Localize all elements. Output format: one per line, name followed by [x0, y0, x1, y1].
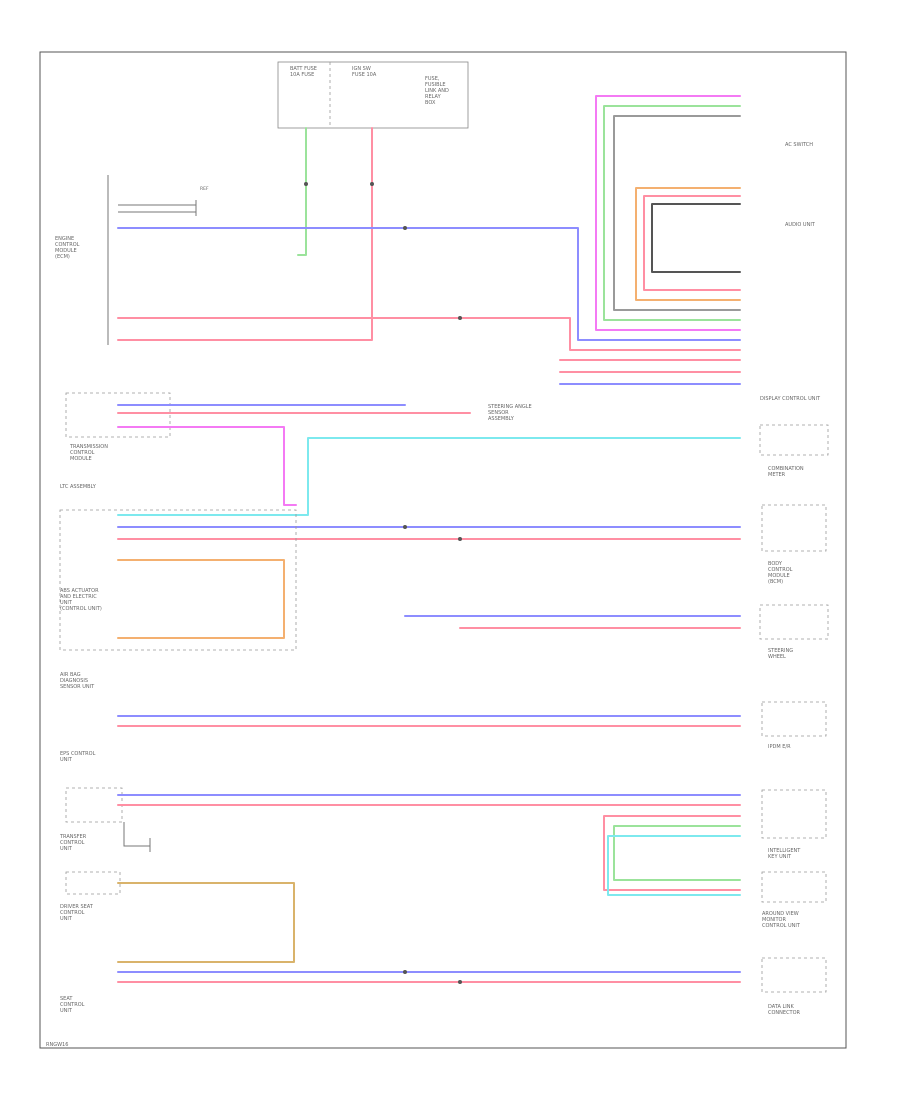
audio-unit-label: AUDIO UNIT	[785, 222, 816, 228]
junction-dot	[403, 970, 407, 974]
junction-dot	[458, 537, 462, 541]
wire-red-audio	[643, 195, 741, 291]
wire-green-tfr	[613, 825, 741, 881]
junction-dot	[458, 980, 462, 984]
wire-pink-ac	[595, 95, 741, 331]
ipdm-box	[761, 701, 827, 737]
seat-box	[65, 871, 121, 895]
transfer-ref	[123, 822, 151, 852]
wire-pink-tcm	[117, 426, 297, 506]
ac-switch-label: AC SWITCH	[785, 142, 813, 148]
wire-cyan-tfr	[607, 835, 741, 896]
transmission-box	[65, 392, 171, 438]
ecm-ref-box	[118, 200, 197, 216]
abs-region	[59, 509, 297, 651]
transfer-box	[65, 787, 123, 823]
diagram-frame	[39, 51, 847, 1049]
ecm-ref-text: REF	[200, 186, 209, 192]
display-control-label: DISPLAY CONTROL UNIT	[760, 396, 821, 402]
steering-wheel-box	[759, 604, 829, 640]
wire-orange-audio	[635, 187, 741, 301]
junction-dot	[403, 525, 407, 529]
wire-red-ecm	[117, 317, 741, 351]
wire-orange-abs	[117, 559, 285, 639]
around-view-box	[761, 871, 827, 903]
junction-dot	[370, 182, 374, 186]
combination-box	[759, 424, 829, 456]
wire-cyan-tcm	[117, 437, 741, 516]
bcm-box	[761, 504, 827, 552]
wire-red-tfr2	[603, 815, 741, 891]
ipdm-label: IPDM E/R	[768, 744, 791, 750]
wire-tan-seat	[117, 882, 295, 963]
intelligent-box	[761, 789, 827, 839]
data-link-box	[761, 957, 827, 993]
wire-blue-ecm	[117, 227, 741, 341]
junction-dot	[304, 182, 308, 186]
wire-red-feed	[117, 127, 373, 341]
junction-dot	[458, 316, 462, 320]
ltc-label: LTC ASSEMBLY	[60, 484, 97, 490]
junction-dot	[403, 226, 407, 230]
page-label: RNGW16	[46, 1042, 68, 1048]
wire-green-ac	[603, 105, 741, 321]
wire-dark-audio	[651, 203, 741, 273]
wire-dark-ac	[613, 115, 741, 311]
wire-green-feed	[297, 127, 307, 256]
